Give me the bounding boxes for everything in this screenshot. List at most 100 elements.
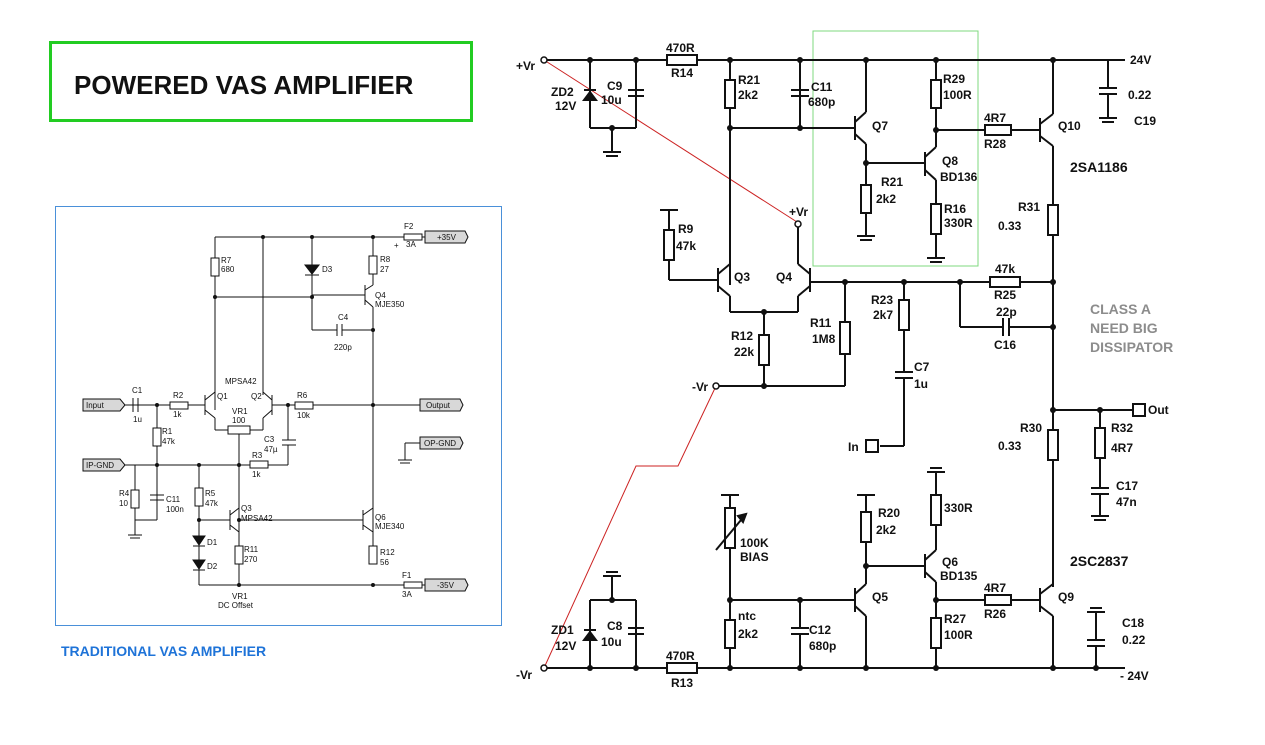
tag-input: Input xyxy=(86,401,105,410)
lbl-r2: R2 xyxy=(173,391,184,400)
lbl-q9: Q9 xyxy=(1058,590,1074,604)
lbl-q9-type: 2SC2837 xyxy=(1070,553,1129,569)
lbl-r25: R25 xyxy=(994,288,1016,302)
lbl-c11: C11 xyxy=(166,495,181,504)
lbl-r11: R11 xyxy=(244,545,259,554)
powered-dots xyxy=(587,57,1103,671)
lbl-r21b-val: 2k2 xyxy=(876,192,896,206)
lbl-zd1: ZD1 xyxy=(551,623,574,637)
powered-schematic xyxy=(544,54,1146,674)
class-a-note: CLASS A NEED BIG DISSIPATOR xyxy=(1090,300,1173,357)
lbl-r30-val: 0.33 xyxy=(998,439,1022,453)
lbl-d1: D1 xyxy=(207,538,218,547)
tag-op-gnd: OP-GND xyxy=(424,439,456,448)
lbl-r20-val: 2k2 xyxy=(876,523,896,537)
lbl-r7-val: 680 xyxy=(221,265,235,274)
lbl-q6-val: BD135 xyxy=(940,569,978,583)
lbl-q4-val: MJE350 xyxy=(375,300,405,309)
lbl-c17: C17 xyxy=(1116,479,1138,493)
powered-terminals xyxy=(540,56,802,672)
lbl-plus: + xyxy=(394,241,399,250)
lbl-c1: C1 xyxy=(132,386,143,395)
traditional-labels: F2 3A +35V + R7 680 D3 R8 27 Q4 MJE350 C… xyxy=(86,222,457,610)
lbl-r28-val: 4R7 xyxy=(984,111,1006,125)
lbl-r29-val: 100R xyxy=(943,88,972,102)
lbl-r4-val: 10 xyxy=(119,499,128,508)
lbl-dc-offset: DC Offset xyxy=(218,601,254,610)
lbl-r6-val: 10k xyxy=(297,411,311,420)
traditional-vas-panel xyxy=(55,206,502,626)
lbl-f2: F2 xyxy=(404,222,414,231)
lbl-c11-val: 680p xyxy=(808,95,835,109)
lbl-q6: Q6 xyxy=(375,513,386,522)
tag-ip-gnd: IP-GND xyxy=(86,461,114,470)
lbl-c9-val: 10u xyxy=(601,93,622,107)
lbl-vr1: VR1 xyxy=(232,407,248,416)
lbl-vr-bot: -Vr xyxy=(516,668,532,682)
lbl-r14: R14 xyxy=(671,66,693,80)
lbl-c11-val: 100n xyxy=(166,505,184,514)
lbl-ntc: ntc xyxy=(738,609,756,623)
lbl-r30: R30 xyxy=(1020,421,1042,435)
lbl-c4: C4 xyxy=(338,313,349,322)
lbl-c3-val: 47µ xyxy=(264,445,278,454)
lbl-r32: R32 xyxy=(1111,421,1133,435)
lbl-zd1-val: 12V xyxy=(555,639,576,653)
lbl-r2-val: 1k xyxy=(173,410,182,419)
lbl-r8-val: 27 xyxy=(380,265,389,274)
powered-labels: +Vr ZD2 12V C9 10u 470R R14 R21 2k2 C11 … xyxy=(516,41,1169,690)
class-note-line1: CLASS A xyxy=(1090,301,1151,317)
terminal-in: In xyxy=(848,440,859,454)
lbl-c4-val: 220p xyxy=(334,343,352,352)
lbl-vr-mid: +Vr xyxy=(789,205,808,219)
lbl-r26-val: 4R7 xyxy=(984,581,1006,595)
lbl-f1: F1 xyxy=(402,571,412,580)
lbl-q4: Q4 xyxy=(375,291,386,300)
lbl-r6: R6 xyxy=(297,391,308,400)
lbl-r9-val: 47k xyxy=(676,239,696,253)
lbl-q6: Q6 xyxy=(942,555,958,569)
lbl-neg24v: - 24V xyxy=(1120,669,1149,683)
lbl-c9: C9 xyxy=(607,79,623,93)
lbl-r11: R11 xyxy=(810,316,832,330)
traditional-vas-caption: TRADITIONAL VAS AMPLIFIER xyxy=(61,643,267,659)
lbl-q5: Q5 xyxy=(872,590,888,604)
lbl-c16-val: 22p xyxy=(996,305,1017,319)
lbl-vr1-val: 100 xyxy=(232,416,246,425)
lbl-r21a: R21 xyxy=(738,73,760,87)
lbl-c18: C18 xyxy=(1122,616,1144,630)
lbl-r25-val: 47k xyxy=(995,262,1015,276)
lbl-r27: R27 xyxy=(944,612,966,626)
lbl-r27-val: 100R xyxy=(944,628,973,642)
lbl-zd2-val: 12V xyxy=(555,99,576,113)
lbl-r31-val: 0.33 xyxy=(998,219,1022,233)
tag-output: Output xyxy=(426,401,451,410)
lbl-r11-val: 1M8 xyxy=(812,332,836,346)
lbl-r5-val: 47k xyxy=(205,499,219,508)
lbl-r23: R23 xyxy=(871,293,893,307)
lbl-r12: R12 xyxy=(731,329,753,343)
lbl-c8-val: 10u xyxy=(601,635,622,649)
lbl-r1-val: 47k xyxy=(162,437,176,446)
lbl-c1-val: 1u xyxy=(133,415,142,424)
lbl-c8: C8 xyxy=(607,619,623,633)
highlight-box xyxy=(812,30,979,267)
lbl-r16: R16 xyxy=(944,202,966,216)
lbl-c12: C12 xyxy=(809,623,831,637)
lbl-f2-val: 3A xyxy=(406,240,416,249)
lbl-q7: Q7 xyxy=(872,119,888,133)
lbl-r16-val: 330R xyxy=(944,216,973,230)
lbl-r21a-val: 2k2 xyxy=(738,88,758,102)
lbl-q6-val: MJE340 xyxy=(375,522,405,531)
lbl-q8-val: BD136 xyxy=(940,170,978,184)
lbl-r3-val: 1k xyxy=(252,470,261,479)
lbl-q2: Q2 xyxy=(251,392,262,401)
lbl-q8: Q8 xyxy=(942,154,958,168)
lbl-q10-type: 2SA1186 xyxy=(1070,159,1128,175)
class-note-line3: DISSIPATOR xyxy=(1090,339,1174,355)
title-box: POWERED VAS AMPLIFIER xyxy=(49,41,473,122)
traditional-schematic xyxy=(82,230,469,592)
lbl-vr-top: +Vr xyxy=(516,59,535,73)
lbl-r7: R7 xyxy=(221,256,232,265)
